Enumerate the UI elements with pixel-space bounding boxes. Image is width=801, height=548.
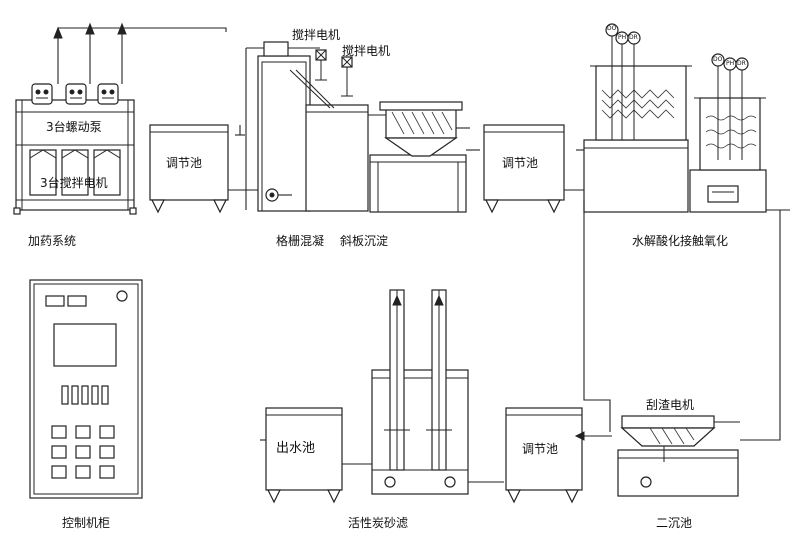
label-grille-mix: 格栅混凝 <box>276 234 325 248</box>
probe-label-1: DO <box>607 25 617 32</box>
dosing-tank-3 <box>93 83 121 196</box>
outlet-tank <box>260 407 343 504</box>
label-carbon-filter: 活性炭砂滤 <box>348 516 409 530</box>
label-screw-pumps: 3台螺动泵 <box>46 120 102 134</box>
secondary-settling-tank <box>617 415 740 497</box>
filter-pipes <box>342 463 504 483</box>
main-return-pipe <box>583 200 790 441</box>
label-stir-motor-a: 搅拌电机 <box>292 28 341 42</box>
control-cabinet <box>29 279 143 499</box>
probe-label-2: PH <box>618 34 627 41</box>
label-dosing-system: 加药系统 <box>28 234 77 248</box>
probe-label-6: DR <box>737 60 746 67</box>
hydrolysis-tank <box>583 36 692 213</box>
grille-mixing-unit <box>245 41 320 212</box>
inclined-plate-settler <box>368 101 470 213</box>
dosing-outlet-pipes <box>53 22 227 84</box>
label-outlet-tank: 出水池 <box>276 441 316 456</box>
regulating-tank-3 <box>505 407 612 504</box>
label-regulating-tank-1: 调节池 <box>166 156 203 170</box>
probe-circles <box>605 23 749 71</box>
dosing-tank-1 <box>29 83 57 196</box>
regulating-tank-1 <box>149 124 229 214</box>
label-inclined-plate: 斜板沉淀 <box>340 234 389 248</box>
label-hydrolysis-oxidation: 水解酸化接触氧化 <box>632 234 729 248</box>
regulating-tank-2 <box>483 124 565 214</box>
pump-1 <box>265 188 292 202</box>
label-stir-motor-b: 搅拌电机 <box>342 44 391 58</box>
label-scraper-motor: 刮渣电机 <box>646 398 695 412</box>
label-control-cabinet: 控制机柜 <box>62 516 111 530</box>
contact-oxidation-tank <box>689 66 767 213</box>
label-secondary-settling: 二沉池 <box>656 516 693 530</box>
dosing-tank-2 <box>61 83 89 196</box>
mixing-tank <box>289 49 369 212</box>
probe-label-3: DR <box>629 34 638 41</box>
probe-label-4: DO <box>713 56 723 63</box>
label-regulating-tank-3: 调节池 <box>522 442 559 456</box>
label-regulating-tank-2: 调节池 <box>502 156 539 170</box>
label-stir-motors: 3台搅拌电机 <box>40 176 108 190</box>
carbon-sand-filter <box>371 289 469 495</box>
probe-label-5: PH <box>726 60 735 67</box>
